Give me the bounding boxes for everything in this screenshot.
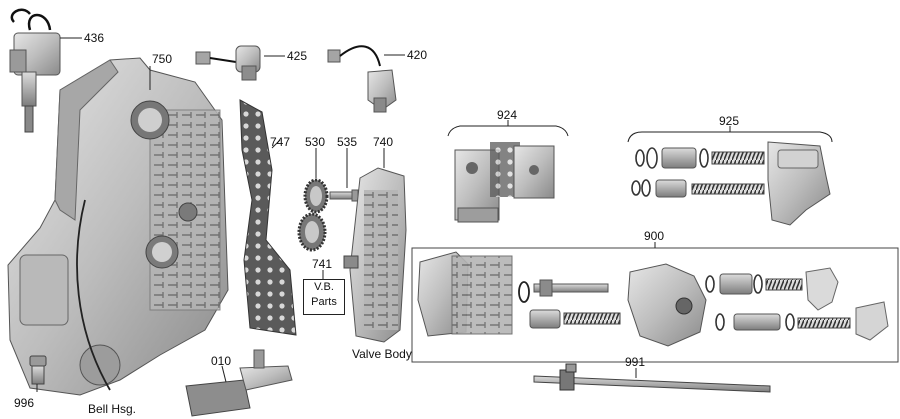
label-924: 924 [497, 108, 518, 122]
part-436-solenoid-valve-icon [9, 8, 82, 133]
part-750-bell-housing-icon [7, 57, 229, 396]
part-925-spring-valve-set-icon [627, 126, 833, 226]
part-747-gasket-plate-icon [239, 99, 297, 336]
label-010: 010 [211, 354, 232, 368]
part-996-bolt-icon [29, 355, 47, 392]
label-740: 740 [373, 135, 394, 149]
label-750: 750 [152, 52, 173, 66]
label-530: 530 [305, 135, 326, 149]
label-991: 991 [625, 355, 646, 369]
part-924-valve-assembly-icon [447, 120, 569, 223]
caption-bell-housing: Bell Hsg. [88, 402, 137, 416]
label-425: 425 [287, 49, 308, 63]
vb-parts-line1: V.B. [314, 281, 334, 293]
part-991-manual-shaft-icon [533, 363, 771, 393]
vb-parts-line2: Parts [311, 296, 337, 308]
part-535-shaft-pin-icon [329, 148, 359, 202]
label-996: 996 [14, 396, 35, 410]
part-530-gear-icon [297, 148, 329, 252]
part-425-sensor-icon [195, 45, 285, 81]
label-436: 436 [84, 31, 105, 45]
label-747: 747 [270, 135, 291, 149]
label-741: 741 [312, 257, 333, 271]
part-740-valve-body-icon [343, 148, 407, 343]
label-925: 925 [719, 114, 740, 128]
label-420: 420 [407, 48, 428, 62]
part-900-valve-body-kit-icon [411, 242, 899, 363]
part-010-filter-screen-icon [185, 349, 293, 417]
part-420-wired-sensor-icon [327, 45, 405, 113]
caption-valve-body: Valve Body [352, 347, 412, 361]
label-900: 900 [644, 229, 665, 243]
label-535: 535 [337, 135, 358, 149]
vb-parts-box: V.B. Parts [303, 279, 345, 315]
